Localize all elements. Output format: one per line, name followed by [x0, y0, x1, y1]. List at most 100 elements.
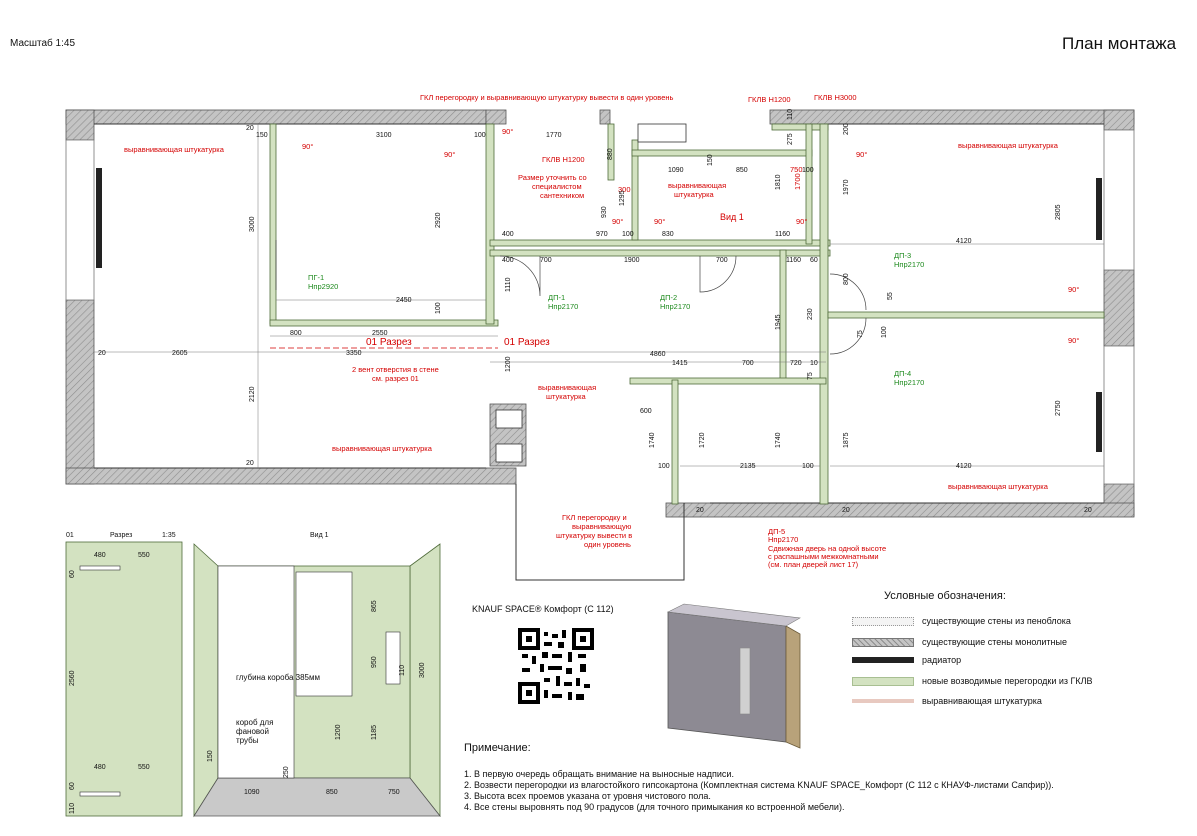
dim: 970 [596, 231, 608, 238]
dim: 850 [736, 167, 748, 174]
dim: 1160 [786, 257, 801, 264]
note-item: 1. В первую очередь обращать внимание на… [464, 769, 734, 779]
dim: 800 [290, 330, 302, 337]
dim: 1900 [624, 257, 640, 264]
view1-title: Вид 1 [310, 532, 329, 539]
dim: 550 [138, 764, 150, 771]
note-vent-1: 2 вент отверстия в стене [352, 365, 439, 374]
dimension-lines [94, 124, 1104, 468]
note-gkl-level: ГКЛ перегородку и выравнивающую штукатур… [420, 93, 674, 102]
section-scale: 1:35 [162, 532, 176, 539]
foam-block-swatch [852, 616, 914, 626]
door-dp4-name: ДП-4 [894, 369, 911, 378]
dim: 1970 [843, 179, 850, 195]
dim: 200 [843, 123, 850, 135]
note-plaster-4a: выравнивающая [538, 383, 596, 392]
note-item: 4. Все стены выровнять под 90 градусов (… [464, 802, 845, 812]
dim: 4120 [956, 238, 972, 245]
dim: 55 [887, 292, 894, 300]
dim: 100 [622, 231, 634, 238]
dim: 865 [371, 600, 378, 612]
dim: 2805 [1055, 204, 1062, 220]
note-size-2: специалистом [532, 182, 582, 191]
angle-7: 90° [796, 217, 807, 226]
door-dp2-name: ДП-2 [660, 293, 677, 302]
interior-outline [94, 123, 1104, 581]
plaster-swatch [852, 699, 914, 703]
dim: 1415 [672, 360, 688, 367]
view1-drawing: Вид 1 глубина короба 385мм короб для фан… [193, 532, 441, 818]
angle-9: 90° [1068, 336, 1079, 345]
section-number: 01 [66, 532, 74, 539]
dim: 550 [138, 552, 150, 559]
note-plaster-1: выравнивающая штукатурка [124, 145, 225, 154]
dim: 700 [742, 360, 754, 367]
dim: 2560 [69, 670, 76, 686]
view1-niche [385, 631, 401, 685]
notes-title: Примечание: [464, 742, 531, 754]
dim: 100 [802, 167, 814, 174]
dim: 1090 [244, 789, 260, 796]
note-plaster-3b: штукатурка [674, 190, 715, 199]
view1-floor [193, 777, 441, 817]
dim: 100 [474, 132, 486, 139]
legend-item-foam-block: существующие стены из пеноблока [852, 615, 1071, 627]
note-vent-2: см. разрез 01 [372, 374, 419, 383]
angle-8: 90° [1068, 285, 1079, 294]
dim: 1770 [546, 132, 562, 139]
dim: 3000 [249, 216, 256, 232]
dim: 930 [601, 206, 608, 218]
note-gkl-2d: один уровень [584, 540, 631, 549]
dim: 3100 [376, 132, 392, 139]
view1-left-wall [193, 543, 219, 818]
dim: 1810 [775, 174, 782, 190]
view1-marker: Вид 1 [720, 212, 744, 222]
dim: 250 [283, 766, 290, 778]
plumbing-shaft [495, 123, 687, 463]
dim: 20 [246, 125, 254, 132]
dim: 100 [435, 302, 442, 314]
legend-item-monolith: существующие стены монолитные [852, 636, 1067, 648]
angle-5: 90° [612, 217, 623, 226]
radiator-swatch [852, 657, 914, 663]
note-plaster-3a: выравнивающая [668, 181, 726, 190]
dim: 400 [502, 257, 514, 264]
page-title: План монтажа [1062, 34, 1177, 53]
qr-code[interactable] [518, 628, 594, 704]
dim: 1200 [335, 724, 342, 740]
dim: 100 [658, 463, 670, 470]
dim: 3000 [419, 662, 426, 678]
section-title: Разрез [110, 532, 132, 539]
angle-4: 90° [856, 150, 867, 159]
dim: 480 [94, 552, 106, 559]
angle-1: 90° [302, 142, 313, 151]
dim: 20 [696, 507, 704, 514]
note-plaster-2: выравнивающая штукатурка [958, 141, 1059, 150]
dim: 110 [69, 803, 76, 814]
door-dp5-height: Hпр2170 [768, 535, 798, 544]
legend-item-plaster: выравнивающая штукатурка [852, 695, 1042, 707]
view1-opening [295, 571, 353, 697]
door-dp1-height: Hпр2170 [548, 302, 578, 311]
dim: 110 [787, 109, 794, 120]
note-size-1: Размер уточнить со [518, 173, 587, 182]
note-size-3: сантехником [540, 191, 584, 200]
dim: 10 [810, 360, 818, 367]
gklv-partitions [269, 123, 1105, 505]
dim: 60 [69, 570, 76, 578]
dim: 150 [707, 154, 714, 166]
dim: 480 [94, 764, 106, 771]
note-plaster-6: выравнивающая штукатурка [948, 482, 1049, 491]
door-dp5-note-1: Сдвижная дверь на одной высоте [768, 544, 886, 553]
legend-item-radiator: радиатор [852, 654, 961, 666]
note-gkl-2b: выравнивающую [572, 522, 632, 531]
door-dp4-height: Hпр2170 [894, 378, 924, 387]
dim: 1875 [843, 432, 850, 448]
dim: 2120 [249, 386, 256, 402]
dimension-texts: 150 3100 100 1770 20 200 110 275 1090 85… [98, 109, 1092, 514]
angle-6: 90° [654, 217, 665, 226]
dim: 275 [787, 133, 794, 145]
dim: 20 [1084, 507, 1092, 514]
door-dp2-height: Hпр2170 [660, 302, 690, 311]
dim: 150 [256, 132, 268, 139]
